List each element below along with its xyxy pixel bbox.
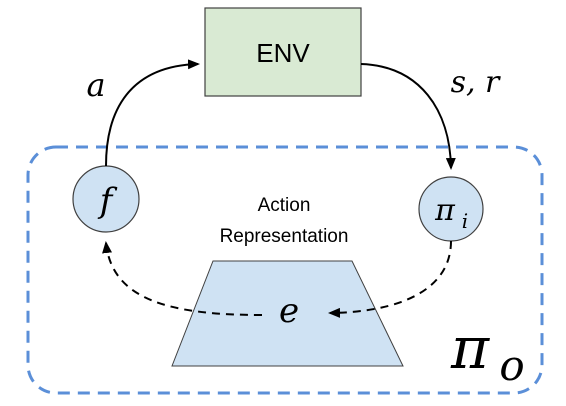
e-to-f-arrow xyxy=(102,241,263,316)
env-box xyxy=(204,7,362,97)
pi-i-node-subscript: i xyxy=(462,209,468,233)
outer-policy-box xyxy=(26,145,544,395)
embedding-label: e xyxy=(279,291,299,331)
outer-policy-label: π xyxy=(450,314,490,382)
action-representation-label-line2: Representation xyxy=(220,226,349,247)
action-representation-trapezoid xyxy=(171,260,404,367)
action-representation-label-line1: Action xyxy=(258,195,311,216)
outer-policy-subscript: o xyxy=(499,341,524,390)
action-arrow xyxy=(105,59,200,167)
env-label: ENV xyxy=(256,38,310,68)
state-reward-arrow xyxy=(360,63,456,170)
state-reward-label: s, r xyxy=(451,65,501,100)
pi-i-to-e-arrow xyxy=(328,240,452,318)
pi-i-node-label: π xyxy=(434,193,456,228)
action-label: a xyxy=(86,66,105,104)
